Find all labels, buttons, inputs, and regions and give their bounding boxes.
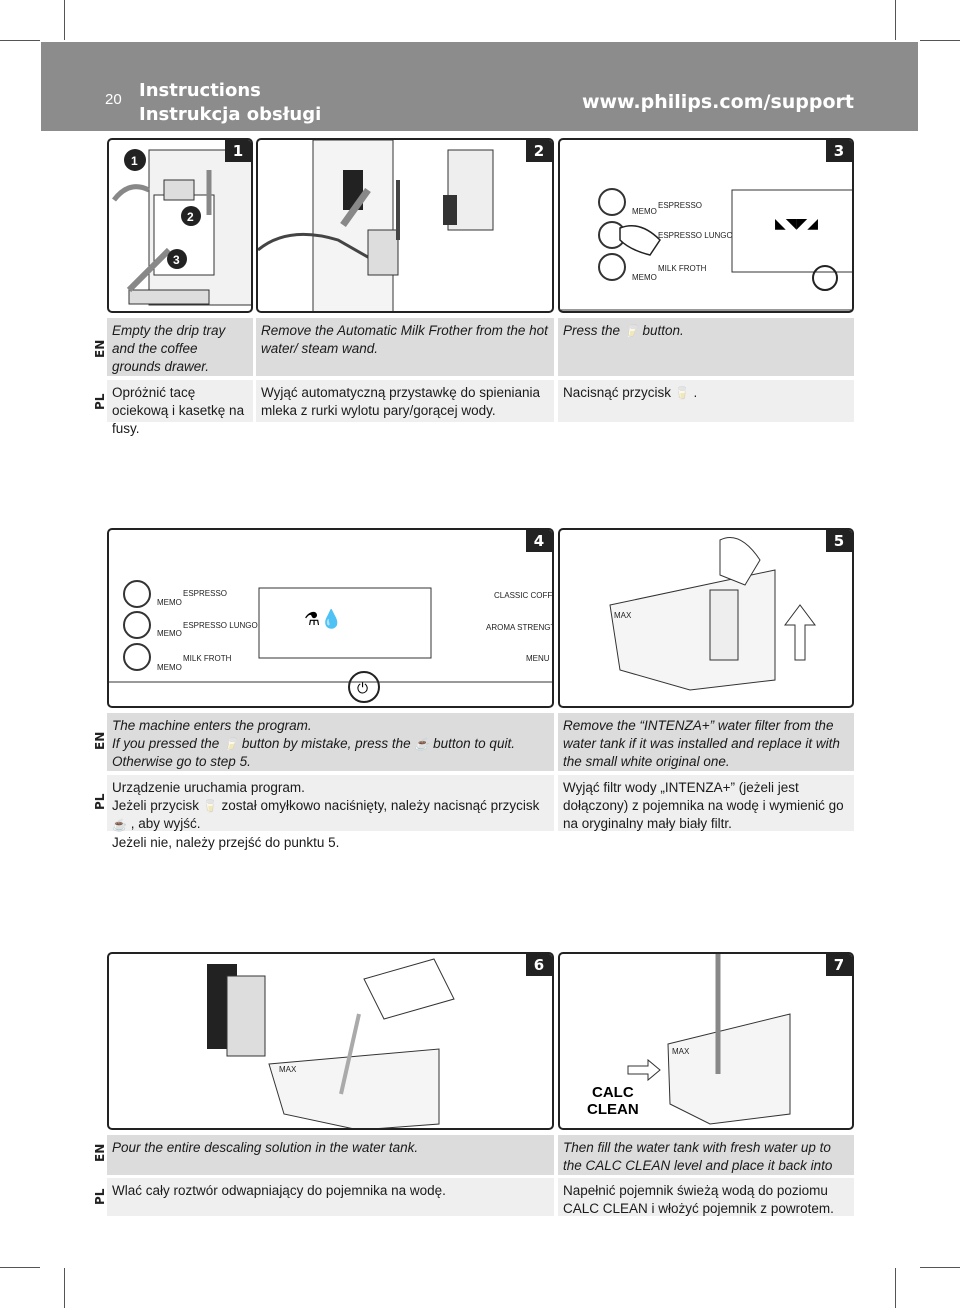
espresso-memo-icon: ☕ — [112, 817, 127, 832]
page-number: 20 — [105, 91, 122, 108]
espresso-lungo-label: ESPRESSO LUNGO — [658, 231, 733, 240]
step-1-text-en: Empty the drip tray and the coffee groun… — [107, 318, 253, 376]
step-number: 7 — [826, 954, 852, 976]
title-en: Instructions — [139, 80, 261, 101]
step-number: 6 — [526, 954, 552, 976]
step-number: 1 — [225, 140, 251, 162]
milk-froth-memo-icon: 🥛 — [674, 386, 690, 401]
milk-froth-label: MILK FROTH — [183, 654, 232, 663]
espresso-label: ESPRESSO — [183, 589, 227, 598]
crop-mark — [64, 1268, 65, 1308]
lang-label-pl: PL — [93, 793, 107, 810]
step-3-pl-b: . — [693, 385, 698, 400]
callout-2: 2 — [187, 210, 194, 224]
step-3-text-pl: Nacisnąć przycisk 🥛 . — [558, 380, 854, 422]
crop-mark — [0, 40, 40, 41]
milk-froth-label: MILK FROTH — [658, 264, 707, 273]
step-4-en-b: button by mistake, press the — [241, 736, 411, 751]
step-4-pl-b: został omyłkowo naciśnięty, należy nacis… — [221, 798, 540, 813]
step-7-text-pl: Napełnić pojemnik świeżą wodą do poziomu… — [558, 1178, 854, 1216]
step-3-en-a: Press the — [563, 323, 621, 338]
step-4-pl-c: , aby wyjść. — [130, 816, 201, 832]
page-header: 20 Instructions Instrukcja obsługi www.p… — [41, 42, 918, 131]
step-3-pl-a: Nacisnąć przycisk — [563, 385, 672, 400]
aroma-strength-label: AROMA STRENGTH — [486, 623, 554, 632]
step-4-pl-a: Jeżeli przycisk — [112, 798, 200, 813]
step-3-en-b: button. — [642, 323, 684, 338]
classic-coffee-label: CLASSIC COFFEE — [494, 591, 554, 600]
control-panel-illustration: ESPRESSO ESPRESSO LUNGO MILK FROTH MEMO … — [560, 188, 852, 311]
step-number: 5 — [826, 530, 852, 552]
memo-label: MEMO — [632, 207, 657, 216]
descaling-icon: ⚗💧 — [304, 608, 343, 629]
arrows-icon: ◣◥◤◢ — [775, 215, 818, 231]
support-url[interactable]: www.philips.com/support — [581, 91, 854, 113]
step-panel-2: 2 — [256, 138, 554, 313]
calc-label: CALC — [592, 1084, 634, 1101]
step-1-text-pl: Opróżnić tacę ociekową i kasetkę na fusy… — [107, 380, 253, 436]
callout-3: 3 — [173, 253, 180, 267]
step-4-en-a: If you pressed the — [112, 736, 220, 751]
lang-label-en: EN — [93, 339, 107, 358]
espresso-label: ESPRESSO — [658, 201, 702, 210]
lang-label-en: EN — [93, 1143, 107, 1162]
memo-label: MEMO — [632, 273, 657, 282]
crop-mark — [895, 0, 896, 40]
step-4-en-line1: The machine enters the program. — [112, 718, 312, 733]
power-icon: ⏻ — [357, 680, 368, 696]
milk-froth-memo-icon: 🥛 — [202, 799, 218, 814]
step-3-text-en: Press the 🥛 button. — [558, 318, 854, 376]
crop-mark — [64, 0, 65, 40]
step-5-text-en: Remove the “INTENZA+” water filter from … — [558, 713, 854, 771]
step-number: 3 — [826, 140, 852, 162]
step-panel-7: 7 MAX CALC CLEAN — [558, 952, 854, 1130]
step-2-text-pl: Wyjąć automatyczną przystawkę do spienia… — [256, 380, 554, 422]
control-panel-illustration: ESPRESSO ESPRESSO LUNGO MILK FROTH MEMO … — [109, 580, 554, 703]
pour-descaler-illustration: MAX — [207, 958, 455, 1128]
step-4-pl-line3: Jeżeli nie, należy przejść do punktu 5. — [112, 834, 340, 850]
crop-mark — [920, 1267, 960, 1268]
step-6-text-en: Pour the entire descaling solution in th… — [107, 1135, 554, 1175]
milk-froth-memo-icon: 🥛 — [223, 737, 239, 752]
espresso-memo-icon: ☕ — [414, 737, 430, 752]
step-number: 2 — [526, 140, 552, 162]
crop-mark — [920, 40, 960, 41]
step-4-en-c: button to quit. Otherwise go to step 5. — [112, 736, 515, 770]
step-panel-5: 5 MAX — [558, 528, 854, 708]
crop-mark — [0, 1267, 40, 1268]
step-4-pl-line1: Urządzenie uruchamia program. — [112, 780, 305, 795]
memo-label: MEMO — [157, 663, 182, 672]
step-4-text-en: The machine enters the program. If you p… — [107, 713, 554, 771]
step-5-text-pl: Wyjąć filtr wody „INTENZA+” (jeżeli jest… — [558, 775, 854, 831]
menu-label: MENU — [526, 654, 550, 663]
step-panel-1: 1 1 2 3 — [107, 138, 253, 313]
memo-label: MEMO — [157, 598, 182, 607]
step-7-text-en: Then fill the water tank with fresh wate… — [558, 1135, 854, 1191]
milk-froth-memo-icon: 🥛 — [623, 324, 639, 339]
max-label: MAX — [614, 611, 632, 620]
fill-water-illustration: MAX CALC CLEAN — [587, 954, 791, 1125]
step-panel-3: 3 ESPRESSO ESPRESSO LUNGO MILK FROTH MEM… — [558, 138, 854, 313]
clean-label: CLEAN — [587, 1101, 639, 1118]
espresso-lungo-label: ESPRESSO LUNGO — [183, 621, 258, 630]
coffee-machine-illustration: 1 2 3 — [112, 149, 251, 306]
lang-label-pl: PL — [93, 1188, 107, 1205]
step-number: 4 — [526, 530, 552, 552]
memo-label: MEMO — [157, 629, 182, 638]
water-tank-filter-illustration: MAX — [609, 537, 816, 691]
step-panel-4: 4 ESPRESSO ESPRESSO LUNGO MILK FROTH MEM… — [107, 528, 554, 708]
max-label: MAX — [279, 1065, 297, 1074]
milk-frother-illustration — [258, 140, 494, 311]
step-4-text-pl: Urządzenie uruchamia program. Jeżeli prz… — [107, 775, 554, 850]
step-6-text-pl: Wlać cały roztwór odwapniający do pojemn… — [107, 1178, 554, 1216]
lang-label-pl: PL — [93, 393, 107, 410]
crop-mark — [895, 1268, 896, 1308]
title-pl: Instrukcja obsługi — [139, 104, 322, 125]
max-label: MAX — [672, 1047, 690, 1056]
lang-label-en: EN — [93, 731, 107, 750]
step-2-text-en: Remove the Automatic Milk Frother from t… — [256, 318, 554, 376]
callout-1: 1 — [131, 154, 138, 168]
step-panel-6: 6 MAX — [107, 952, 554, 1130]
